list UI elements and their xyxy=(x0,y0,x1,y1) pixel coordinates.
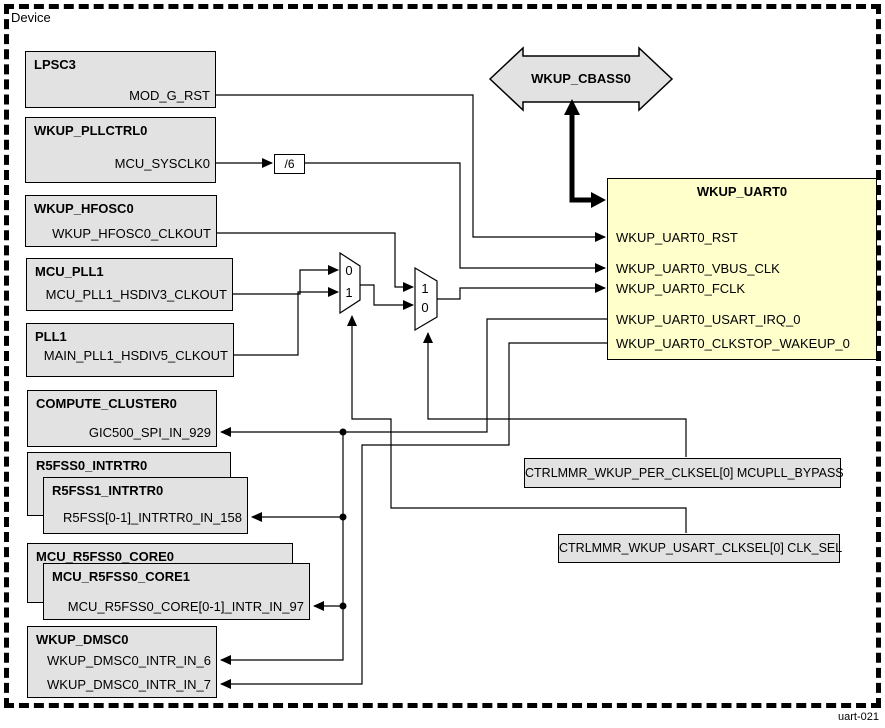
block-title: PLL1 xyxy=(35,329,67,344)
device-label: Device xyxy=(11,10,51,25)
signal-uart0-usart-irq: WKUP_UART0_USART_IRQ_0 xyxy=(616,312,801,327)
mux-a-input-top-label: 0 xyxy=(345,263,353,278)
signal-gic500-spi-in: GIC500_SPI_IN_929 xyxy=(88,425,211,440)
block-lpsc3: LPSC3 MOD_G_RST xyxy=(25,51,216,108)
ctrl-reg-usart-clksel: CTRLMMR_WKUP_USART_CLKSEL[0] CLK_SEL xyxy=(558,534,842,563)
signal-mod-g-rst: MOD_G_RST xyxy=(129,88,210,103)
block-mcu-r5fss0-core1: MCU_R5FSS0_CORE1 MCU_R5FSS0_CORE[0-1]_IN… xyxy=(43,563,310,620)
block-compute-cluster0: COMPUTE_CLUSTER0 GIC500_SPI_IN_929 xyxy=(27,390,217,447)
interconnect-label: WKUP_CBASS0 xyxy=(531,71,631,86)
block-wkup-uart0: WKUP_UART0 WKUP_UART0_RST WKUP_UART0_VBU… xyxy=(607,178,877,360)
block-title: WKUP_HFOSC0 xyxy=(34,201,134,216)
figure-caption: uart-021 xyxy=(838,711,879,723)
signal-hfosc0-clkout: WKUP_HFOSC0_CLKOUT xyxy=(52,226,211,241)
block-r5fss1-intrtr0: R5FSS1_INTRTR0 R5FSS[0-1]_INTRTR0_IN_158 xyxy=(43,477,248,534)
mux-a-input-bottom-label: 1 xyxy=(345,285,353,300)
signal-dmsc0-intr-in-6: WKUP_DMSC0_INTR_IN_6 xyxy=(47,653,211,668)
block-title: R5FSS1_INTRTR0 xyxy=(52,483,164,498)
block-title: MCU_PLL1 xyxy=(35,264,104,279)
signal-main-pll1-hsdiv5: MAIN_PLL1_HSDIV5_CLKOUT xyxy=(43,348,228,363)
signal-dmsc0-intr-in-7: WKUP_DMSC0_INTR_IN_7 xyxy=(47,677,211,692)
block-title: R5FSS0_INTRTR0 xyxy=(36,458,148,473)
signal-uart0-fclk: WKUP_UART0_FCLK xyxy=(616,281,746,296)
signal-uart0-clkstop-wakeup: WKUP_UART0_CLKSTOP_WAKEUP_0 xyxy=(616,336,850,351)
signal-uart0-rst: WKUP_UART0_RST xyxy=(616,230,738,245)
signal-core-intr-in: MCU_R5FSS0_CORE[0-1]_INTR_IN_97 xyxy=(67,599,304,614)
block-mcu-pll1: MCU_PLL1 MCU_PLL1_HSDIV3_CLKOUT xyxy=(26,258,233,311)
signal-mcu-pll1-hsdiv3: MCU_PLL1_HSDIV3_CLKOUT xyxy=(45,287,227,302)
block-wkup-dmsc0: WKUP_DMSC0 WKUP_DMSC0_INTR_IN_6 WKUP_DMS… xyxy=(27,626,217,698)
block-title: COMPUTE_CLUSTER0 xyxy=(36,396,177,411)
block-title: MCU_R5FSS0_CORE0 xyxy=(36,549,174,564)
signal-uart0-vbus-clk: WKUP_UART0_VBUS_CLK xyxy=(616,261,780,276)
block-pll1: PLL1 MAIN_PLL1_HSDIV5_CLKOUT xyxy=(26,323,234,377)
mux-b-input-bottom-label: 0 xyxy=(421,300,429,315)
mux-b-input-top-label: 1 xyxy=(421,281,429,296)
block-title: WKUP_DMSC0 xyxy=(36,632,129,647)
block-title: WKUP_PLLCTRL0 xyxy=(34,123,148,138)
block-title: MCU_R5FSS0_CORE1 xyxy=(52,569,190,584)
block-title: LPSC3 xyxy=(34,57,76,72)
block-title: WKUP_UART0 xyxy=(696,184,788,199)
block-wkup-pllctrl0: WKUP_PLLCTRL0 MCU_SYSCLK0 xyxy=(25,117,216,183)
signal-r5fss-intrtr0-in: R5FSS[0-1]_INTRTR0_IN_158 xyxy=(63,510,242,525)
clock-divider-box: /6 xyxy=(274,154,305,174)
device-boundary xyxy=(4,4,881,708)
block-wkup-hfosc0: WKUP_HFOSC0 WKUP_HFOSC0_CLKOUT xyxy=(25,195,217,247)
ctrl-reg-per-clksel: CTRLMMR_WKUP_PER_CLKSEL[0] MCUPLL_BYPASS xyxy=(524,458,844,488)
signal-mcu-sysclk0: MCU_SYSCLK0 xyxy=(114,156,210,171)
